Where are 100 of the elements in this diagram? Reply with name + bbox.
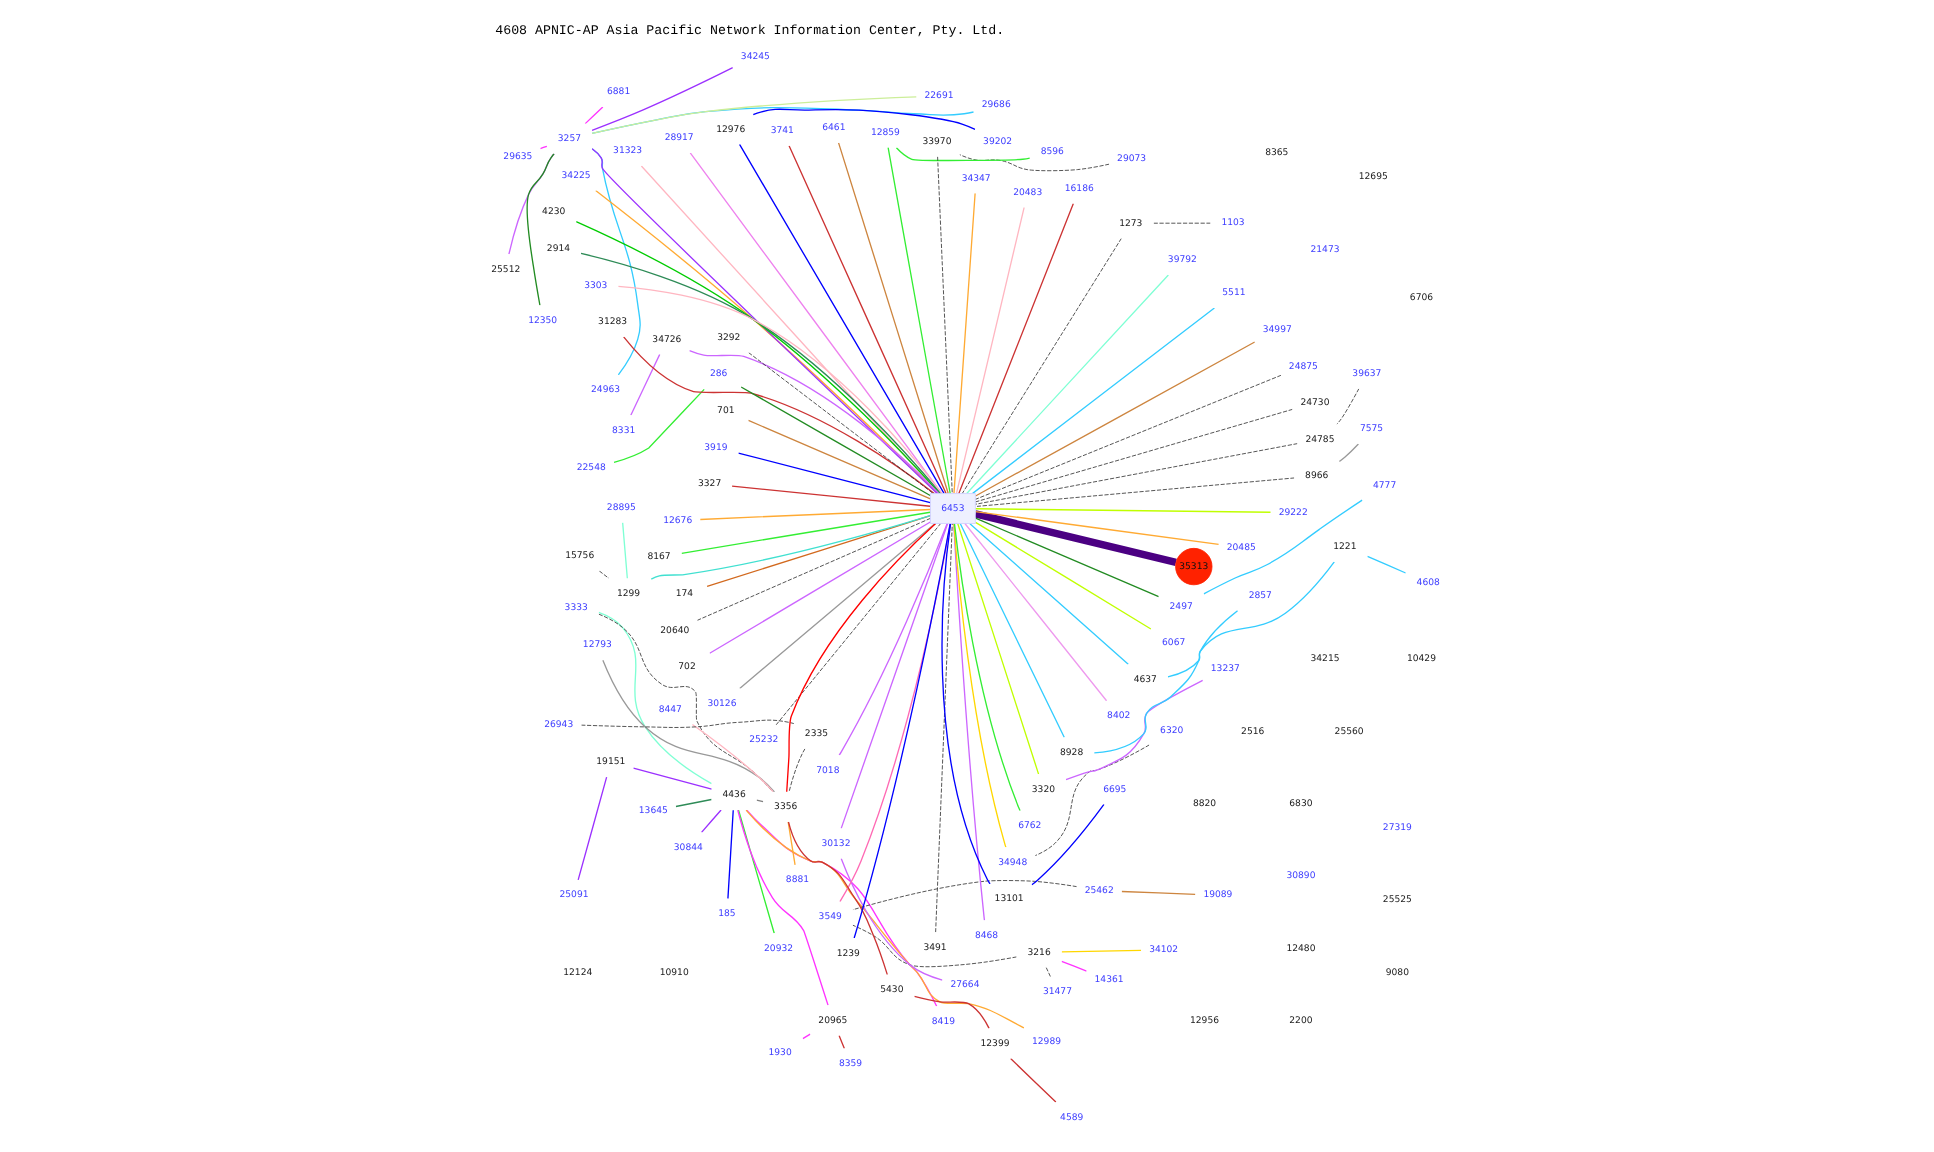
connector — [974, 510, 1177, 566]
connector — [966, 274, 1170, 495]
connector — [969, 523, 1129, 665]
connector — [1031, 803, 1105, 886]
connector — [964, 522, 1108, 702]
connector — [1060, 960, 1088, 972]
connector — [621, 521, 628, 580]
connector — [959, 523, 1065, 738]
connector — [623, 336, 935, 495]
connector — [675, 798, 713, 808]
connector — [581, 719, 795, 728]
connector — [974, 517, 1160, 598]
connector — [591, 96, 918, 135]
connector — [953, 522, 1021, 812]
connector — [975, 443, 1298, 505]
connector — [786, 522, 937, 793]
connector — [1065, 679, 1204, 781]
connector — [838, 1034, 846, 1050]
connector — [775, 523, 941, 726]
connector — [840, 857, 943, 981]
connector — [837, 142, 949, 494]
connector — [788, 748, 806, 793]
connector — [1203, 499, 1363, 595]
connector — [839, 523, 952, 903]
connector — [895, 147, 1031, 162]
connector — [852, 924, 1017, 968]
connector — [650, 515, 931, 580]
connector — [853, 523, 951, 939]
connector — [975, 409, 1293, 503]
connector — [788, 145, 947, 495]
connector — [953, 522, 1007, 848]
connector — [975, 374, 1282, 500]
connector — [731, 485, 931, 507]
connector — [602, 659, 776, 793]
connector — [737, 452, 931, 504]
connector — [680, 511, 931, 554]
connector — [802, 1033, 811, 1040]
connector — [709, 521, 931, 654]
connector — [1061, 949, 1142, 953]
connector — [1366, 555, 1407, 574]
connector — [1093, 610, 1239, 754]
connector — [706, 515, 932, 588]
connector — [740, 386, 931, 497]
connector — [747, 419, 932, 500]
connector — [787, 821, 888, 976]
connector — [739, 522, 936, 690]
connector — [699, 508, 932, 521]
connector — [640, 165, 940, 494]
connector — [737, 809, 775, 934]
connector — [584, 106, 604, 125]
connector — [691, 723, 774, 793]
connector — [974, 508, 1272, 513]
connector — [953, 192, 976, 495]
connector — [700, 809, 722, 834]
connector — [752, 108, 976, 130]
connector — [957, 523, 1040, 775]
connector — [974, 521, 1152, 630]
connector — [598, 570, 610, 579]
connector — [975, 477, 1295, 507]
connector — [1153, 222, 1211, 224]
connector — [887, 146, 951, 495]
connector — [974, 341, 1256, 497]
connector — [1167, 561, 1335, 678]
connector — [941, 523, 991, 885]
connector — [737, 809, 829, 1006]
connector — [632, 767, 713, 790]
connector — [913, 995, 990, 1030]
connector — [1009, 1057, 1057, 1103]
connector — [787, 821, 796, 866]
connector — [974, 510, 1220, 546]
connector — [689, 152, 943, 494]
connector — [688, 349, 940, 494]
connector — [961, 238, 1122, 494]
connector — [1034, 744, 1150, 856]
connector — [972, 307, 1216, 494]
connector — [955, 206, 1025, 495]
connector — [738, 143, 945, 495]
connector — [748, 352, 934, 494]
connector — [937, 156, 953, 494]
connector — [958, 202, 1075, 495]
connector — [959, 154, 1110, 172]
connector — [526, 153, 555, 306]
connector — [577, 776, 608, 881]
connector — [630, 353, 661, 416]
connector — [852, 880, 1078, 911]
connector — [539, 145, 548, 150]
connector — [613, 388, 705, 463]
connector — [745, 809, 1025, 1029]
connector — [935, 523, 953, 933]
connector — [617, 285, 943, 495]
connector — [1336, 388, 1360, 425]
connector — [1045, 966, 1051, 978]
connector — [591, 67, 734, 131]
connector — [1338, 443, 1360, 463]
connector — [727, 809, 734, 900]
connector — [1121, 890, 1196, 895]
connector — [953, 523, 986, 921]
connector — [696, 518, 931, 621]
connector — [838, 522, 948, 756]
connector — [840, 522, 949, 830]
